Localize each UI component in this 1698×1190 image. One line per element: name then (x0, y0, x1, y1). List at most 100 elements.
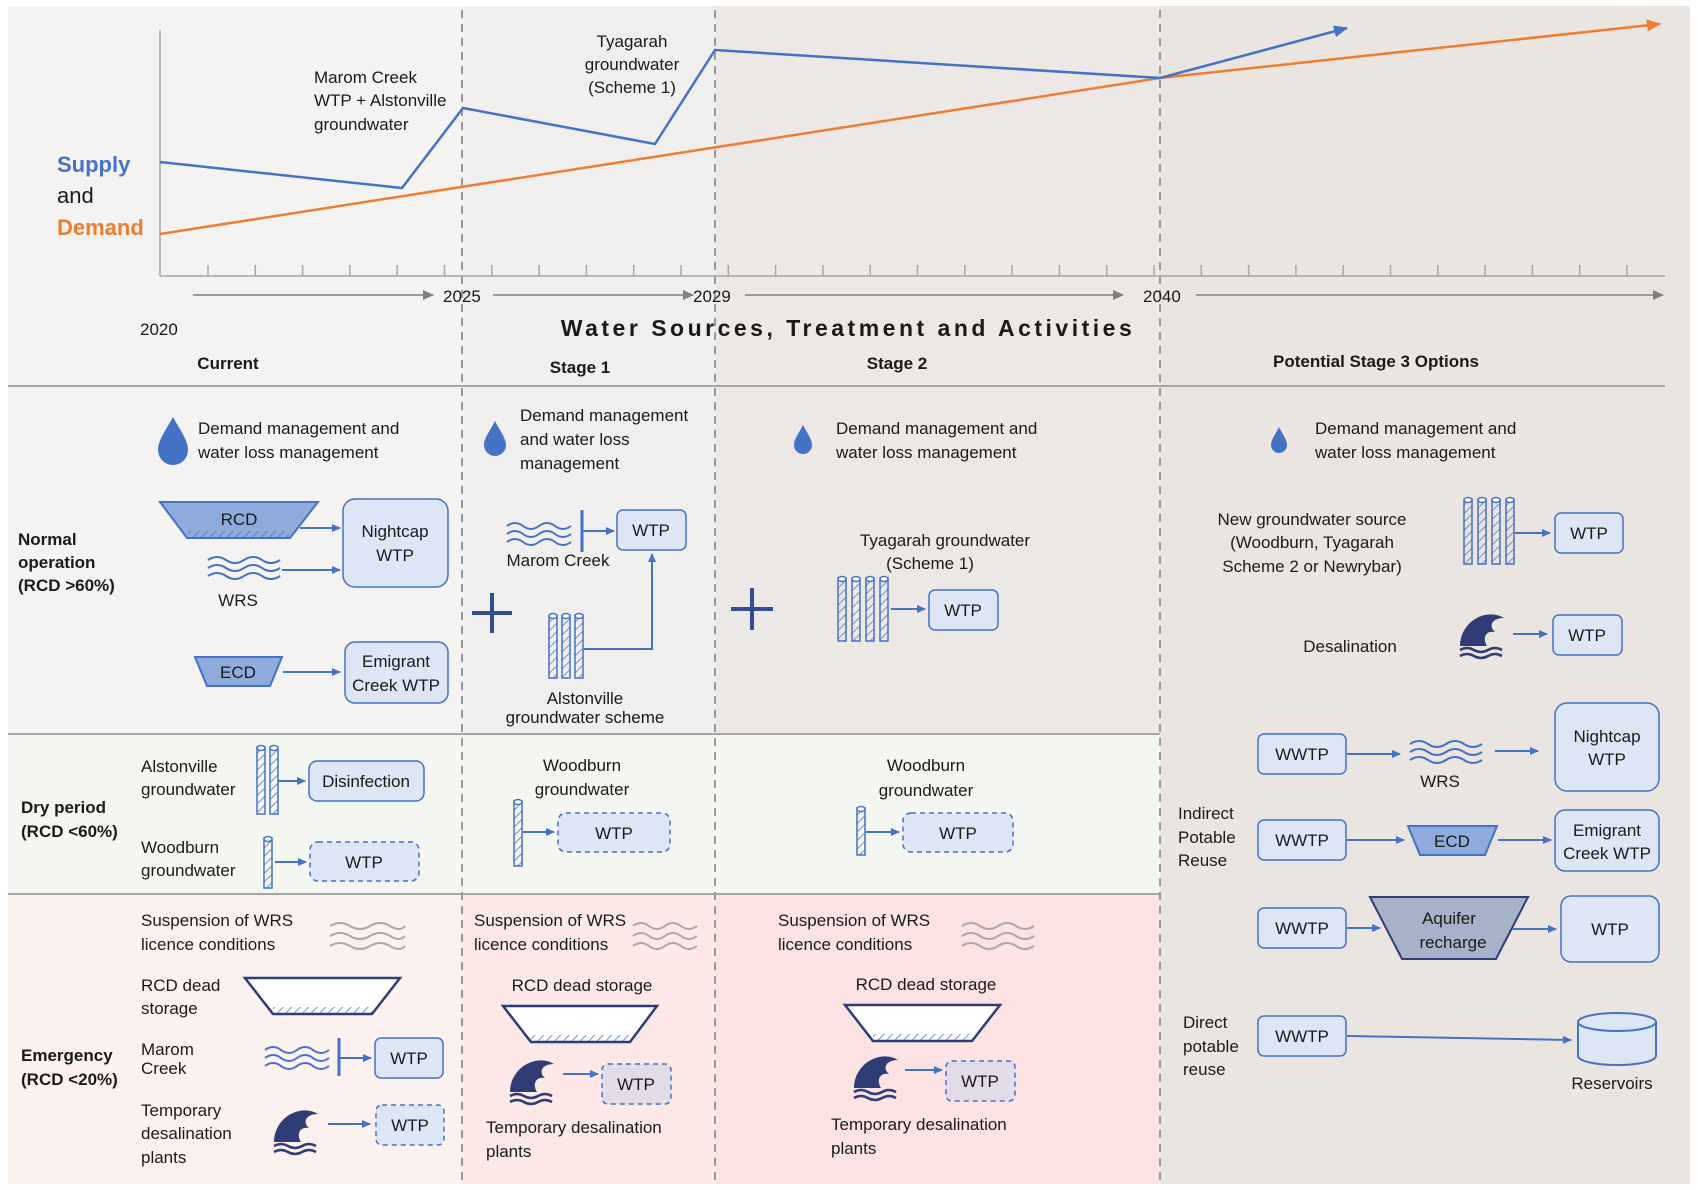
stage3-newgw-3: Scheme 2 or Newrybar) (1222, 557, 1402, 576)
current-dm-2: water loss management (197, 443, 379, 462)
stage3-ipr-3: Reuse (1178, 851, 1227, 870)
row-emerg-1: Emergency (21, 1046, 113, 1065)
stage3-newgw-2: (Woodburn, Tyagarah (1230, 533, 1394, 552)
stage1-dm-1: Demand management (520, 406, 688, 425)
year-2040: 2040 (1143, 287, 1181, 306)
stage1-wood-1: Woodburn (543, 756, 621, 775)
stage2-wtp-box (928, 589, 999, 631)
current-normal: Demand management and water loss managem… (158, 417, 449, 704)
stage3-desal: Desalination (1303, 637, 1397, 656)
ylabel-supply: Supply (57, 152, 131, 177)
desalination-wave-icon (273, 1110, 318, 1156)
row-dry-1: Dry period (21, 798, 106, 817)
wwtp-box-3 (1257, 907, 1347, 949)
stage2-normal: Demand management and water loss managem… (731, 419, 1037, 642)
current-desal-wtp-box (375, 1104, 445, 1146)
column-stage1: Stage 1 (550, 358, 610, 377)
stage2-dry-wtp-box (902, 812, 1014, 853)
groundwater-bore-icon (548, 612, 584, 679)
groundwater-bore-icon (256, 744, 279, 815)
annotation-marom-2: WTP + Alstonville (314, 91, 446, 110)
stage3-dm-1: Demand management and (1315, 419, 1516, 438)
stage1-marom-label: Marom Creek (507, 551, 610, 570)
annotation-marom-3: groundwater (314, 115, 409, 134)
stage3-emigrant-box (1554, 809, 1660, 872)
stage1-desal-wtp-box (601, 1063, 672, 1105)
current-temp-3: plants (141, 1148, 186, 1167)
rcd-dead-storage-icon (242, 976, 403, 1016)
stage3-gw-wtp-label: WTP (1570, 524, 1608, 543)
wwtp-box-2 (1257, 819, 1347, 861)
row-normal-3: (RCD >60%) (18, 576, 115, 595)
stage1-desal-wtp-label: WTP (617, 1075, 655, 1094)
groundwater-bore-icon (1463, 496, 1515, 565)
year-2025: 2025 (443, 287, 481, 306)
stage3-reservoirs: Reservoirs (1571, 1074, 1652, 1093)
stage2-dry-wtp-label: WTP (939, 824, 977, 843)
wwtp-label-1: WWTP (1275, 745, 1329, 764)
column-stage2: Stage 2 (867, 354, 927, 373)
current-wood-1: Woodburn (141, 838, 219, 857)
stage2-susp-2: licence conditions (778, 935, 912, 954)
groundwater-bore-icon (263, 835, 273, 889)
supply-line (159, 25, 1348, 190)
current-susp-2: licence conditions (141, 935, 275, 954)
groundwater-bore-icon (856, 805, 866, 856)
rcd-reservoir-icon (158, 501, 321, 539)
current-dm-1: Demand management and (198, 419, 399, 438)
current-temp-1: Temporary (141, 1101, 222, 1120)
emigrant-label-2: Creek WTP (352, 676, 440, 695)
water-drop-icon (794, 425, 812, 454)
annotation-marom-1: Marom Creek (314, 68, 417, 87)
river-weir-icon (506, 510, 584, 552)
stage1-dm-2: and water loss (520, 430, 630, 449)
stage1-wood-2: groundwater (535, 780, 630, 799)
nightcap-wtp-box (342, 498, 449, 588)
stage3-ecd-reservoir-icon (1406, 825, 1499, 856)
stage3-emigrant-1: Emigrant (1573, 821, 1641, 840)
annotation-tyag-1: Tyagarah (597, 32, 668, 51)
rcd-dead-storage-icon (842, 1003, 1003, 1043)
row-emerg-2: (RCD <20%) (21, 1070, 118, 1089)
stage1-alst-2: groundwater scheme (506, 708, 665, 727)
ylabel-demand: Demand (57, 215, 144, 240)
water-drop-icon (484, 421, 506, 456)
annotation-tyag-2: groundwater (585, 55, 680, 74)
stage2-dm-1: Demand management and (836, 419, 1037, 438)
chart-ticks (207, 265, 1628, 276)
desalination-wave-icon (853, 1056, 898, 1102)
stage2-wood-2: groundwater (879, 781, 974, 800)
stage2-tyag-2: (Scheme 1) (886, 554, 974, 573)
current-marom-2: Creek (141, 1059, 187, 1078)
year-2029: 2029 (693, 287, 731, 306)
stage3-desal-wtp-box (1552, 614, 1623, 656)
stage2-susp-1: Suspension of WRS (778, 911, 930, 930)
current-temp-2: desalination (141, 1124, 232, 1143)
stage1-emergency: Suspension of WRS licence conditions RCD… (474, 911, 698, 1161)
current-dry: Alstonville groundwater Disinfection Woo… (141, 744, 425, 889)
plus-icon (731, 588, 773, 630)
wwtp-label-2: WWTP (1275, 831, 1329, 850)
reservoir-cylinder-icon (1577, 1012, 1657, 1066)
timeline: 2020 2025 2029 2040 (140, 287, 1664, 339)
stage3-aquifer-wtp-box (1560, 895, 1660, 963)
stage3-aquifer-wtp-label: WTP (1591, 920, 1629, 939)
stage3-aquifer-1: Aquifer (1422, 909, 1476, 928)
stage3-dpr-2: potable (1183, 1037, 1239, 1056)
stage3-nightcap-2: WTP (1588, 750, 1626, 769)
stage1-dry: Woodburn groundwater WTP (513, 756, 671, 867)
nightcap-label-2: WTP (376, 546, 414, 565)
groundwater-bore-icon (513, 798, 523, 867)
wrs-wave-icon (207, 556, 281, 580)
current-susp-1: Suspension of WRS (141, 911, 293, 930)
stage3-dpr-1: Direct (1183, 1013, 1228, 1032)
row-labels: Normal operation (RCD >60%) Dry period (… (18, 530, 118, 1089)
stage1-temp-1: Temporary desalination (486, 1118, 662, 1137)
stage2-dry: Woodburn groundwater WTP (856, 756, 1014, 856)
current-rcd-dead-2: storage (141, 999, 198, 1018)
disinfection-box (308, 760, 425, 802)
ecd-reservoir-icon (193, 656, 284, 687)
current-rcd-dead-1: RCD dead (141, 976, 220, 995)
wrs-wave-grey-icon (329, 922, 406, 950)
ylabel-and: and (57, 183, 94, 208)
